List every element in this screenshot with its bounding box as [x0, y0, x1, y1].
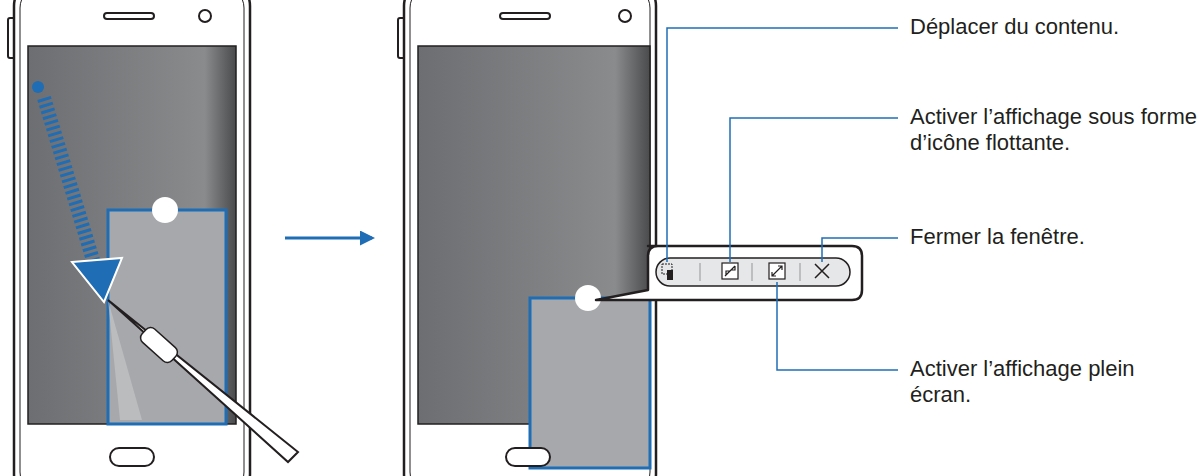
leader-lines: [667, 28, 898, 370]
move-icon: [662, 264, 673, 280]
phone-right: [398, 0, 862, 476]
close-icon: [815, 264, 829, 278]
phone-left: [8, 0, 298, 476]
callout-text: Déplacer du contenu.: [910, 14, 1200, 40]
maximize-icon: [769, 263, 785, 279]
step-arrow: [285, 237, 372, 240]
callout-text: Activer l’affichage sous forme d’icône f…: [910, 104, 1200, 156]
minimize-icon: [722, 263, 738, 279]
callout-text: Activer l’affichage plein écran.: [910, 356, 1200, 408]
callout-text: Fermer la fenêtre.: [910, 224, 1200, 250]
